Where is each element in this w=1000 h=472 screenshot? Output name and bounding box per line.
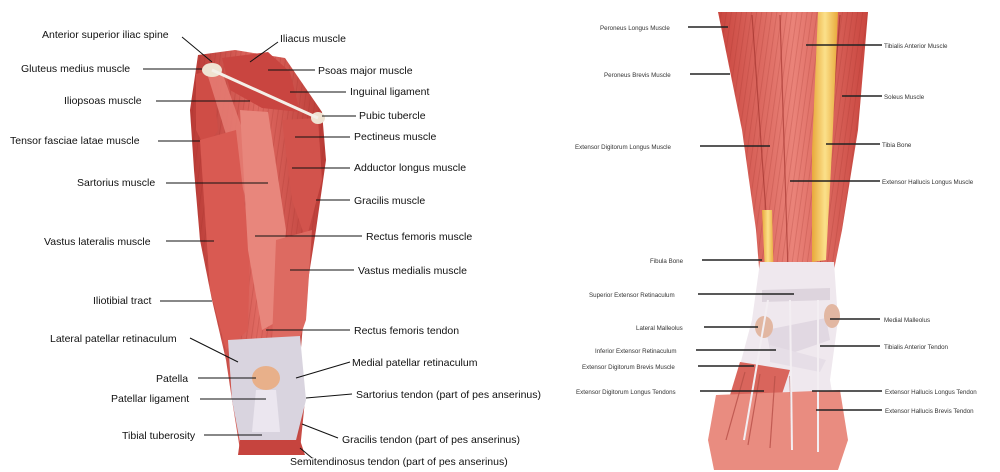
- label-patella: Patella: [156, 373, 188, 385]
- label-tibia-bone: Tibia Bone: [882, 142, 912, 149]
- label-inguinal-ligament: Inguinal ligament: [350, 86, 429, 98]
- label-gluteus-medius-muscle: Gluteus medius muscle: [21, 63, 130, 75]
- label-extensor-hallucis-longus-muscle: Extensor Hallucis Longus Muscle: [882, 179, 974, 186]
- label-anterior-superior-iliac-spine: Anterior superior iliac spine: [42, 29, 169, 41]
- label-sartorius-muscle: Sartorius muscle: [77, 177, 155, 189]
- label-extensor-hallucis-longus-tendon: Extensor Hallucis Longus Tendon: [885, 389, 977, 396]
- label-iliacus-muscle: Iliacus muscle: [280, 33, 346, 45]
- label-patellar-ligament: Patellar ligament: [111, 393, 189, 405]
- label-extensor-digitorum-longus-tendons: Extensor Digitorum Longus Tendons: [576, 389, 676, 396]
- label-tensor-fasciae-latae-muscle: Tensor fasciae latae muscle: [10, 135, 140, 147]
- patellar-ligament-shape: [252, 390, 280, 432]
- shin-stub: [238, 440, 305, 455]
- label-extensor-hallucis-brevis-tendon: Extensor Hallucis Brevis Tendon: [885, 408, 974, 415]
- label-superior-extensor-retinaculum: Superior Extensor Retinaculum: [589, 292, 675, 299]
- label-peroneus-brevis-muscle: Peroneus Brevis Muscle: [604, 72, 671, 79]
- label-soleus-muscle: Soleus Muscle: [884, 94, 925, 101]
- label-medial-malleolus: Medial Malleolus: [884, 317, 930, 324]
- label-sartorius-tendon: Sartorius tendon (part of pes anserinus): [356, 389, 541, 401]
- label-extensor-digitorum-brevis-muscle: Extensor Digitorum Brevis Muscle: [582, 364, 675, 371]
- label-tibialis-anterior-tendon: Tibialis Anterior Tendon: [884, 344, 949, 351]
- label-tibialis-anterior-muscle: Tibialis Anterior Muscle: [884, 43, 948, 50]
- label-vastus-medialis-muscle: Vastus medialis muscle: [358, 265, 467, 277]
- label-iliotibial-tract: Iliotibial tract: [93, 295, 151, 307]
- label-gracilis-tendon: Gracilis tendon (part of pes anserinus): [342, 434, 520, 446]
- label-lateral-patellar-retinaculum: Lateral patellar retinaculum: [50, 333, 177, 345]
- label-gracilis-muscle: Gracilis muscle: [354, 195, 425, 207]
- label-rectus-femoris-tendon: Rectus femoris tendon: [354, 325, 459, 337]
- label-extensor-digitorum-longus-muscle: Extensor Digitorum Longus Muscle: [575, 144, 672, 151]
- label-peroneus-longus-muscle: Peroneus Longus Muscle: [600, 25, 670, 32]
- medial-malleolus-shape: [824, 304, 840, 328]
- label-psoas-major-muscle: Psoas major muscle: [318, 65, 413, 77]
- label-adductor-longus-muscle: Adductor longus muscle: [354, 162, 466, 174]
- label-lateral-malleolus: Lateral Malleolus: [636, 325, 683, 332]
- label-inferior-extensor-retinaculum: Inferior Extensor Retinaculum: [595, 348, 677, 355]
- leg-illustration: [708, 12, 868, 470]
- label-rectus-femoris-muscle: Rectus femoris muscle: [366, 231, 472, 243]
- label-medial-patellar-retinaculum: Medial patellar retinaculum: [352, 357, 478, 369]
- label-fibula-bone: Fibula Bone: [650, 258, 684, 265]
- label-semitendinosus-tendon: Semitendinosus tendon (part of pes anser…: [290, 456, 508, 468]
- thigh-illustration: [190, 50, 326, 455]
- patella-shape: [252, 366, 280, 390]
- label-vastus-lateralis-muscle: Vastus lateralis muscle: [44, 236, 151, 248]
- label-pubic-tubercle: Pubic tubercle: [359, 110, 426, 122]
- label-tibial-tuberosity: Tibial tuberosity: [122, 430, 196, 442]
- label-iliopsoas-muscle: Iliopsoas muscle: [64, 95, 142, 107]
- label-pectineus-muscle: Pectineus muscle: [354, 131, 436, 143]
